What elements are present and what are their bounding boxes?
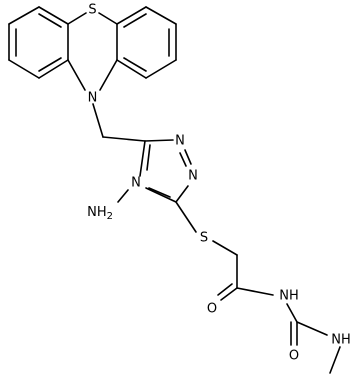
bond: [236, 287, 274, 296]
double-bond-inner: [123, 13, 147, 28]
methylene-linker: [92, 103, 146, 142]
double-bond-inner: [123, 57, 147, 72]
bond: [92, 103, 104, 138]
methylamino-nitrogen-label: NH: [331, 333, 351, 348]
bond: [102, 136, 146, 142]
sulfur-atom-label: S: [88, 3, 96, 18]
bond: [98, 12, 118, 25]
bond: [212, 240, 238, 256]
double-bond-inner: [179, 152, 187, 167]
bond: [175, 201, 197, 233]
amide-nitrogen-label: NH: [279, 289, 299, 304]
bond: [99, 59, 118, 91]
bond: [67, 12, 87, 25]
bond: [220, 287, 238, 301]
bond: [67, 59, 86, 91]
amide-oxygen-label: O: [207, 302, 217, 317]
bond: [116, 6, 147, 25]
phenothiazine-left-ring: [8, 6, 69, 79]
bond: [38, 59, 69, 79]
double-bond-inner: [146, 144, 151, 171]
bond: [139, 140, 146, 177]
nitrogen-atom-label: N: [88, 91, 98, 106]
bond: [296, 321, 328, 336]
bond: [8, 59, 40, 79]
bond: [145, 187, 177, 203]
n-amino-bond: [117, 189, 129, 203]
bond: [116, 59, 147, 79]
amino-group-label: NH2: [87, 205, 113, 222]
bond: [8, 6, 40, 25]
side-chain: [175, 201, 341, 374]
double-bond-inner: [38, 57, 62, 72]
bond: [145, 59, 177, 79]
bond: [329, 346, 341, 374]
double-bond-inner: [148, 187, 171, 198]
bond: [286, 303, 298, 323]
double-bond-inner: [217, 283, 233, 296]
triazole-n4-label: N: [131, 176, 141, 191]
bond: [184, 149, 192, 165]
triazole-ring: [139, 139, 192, 203]
double-bond-inner: [38, 13, 62, 28]
triazole-n2-label: N: [188, 169, 198, 184]
phenothiazine-right-ring: [116, 6, 177, 79]
phenothiazine-central-ring: [67, 12, 118, 91]
bond: [38, 6, 69, 25]
thioether-sulfur-label: S: [200, 231, 208, 246]
urea-oxygen-label: O: [289, 349, 299, 364]
bond: [175, 185, 189, 203]
triazole-n1-label: N: [175, 134, 185, 149]
bond: [144, 139, 174, 142]
bond: [145, 6, 177, 25]
